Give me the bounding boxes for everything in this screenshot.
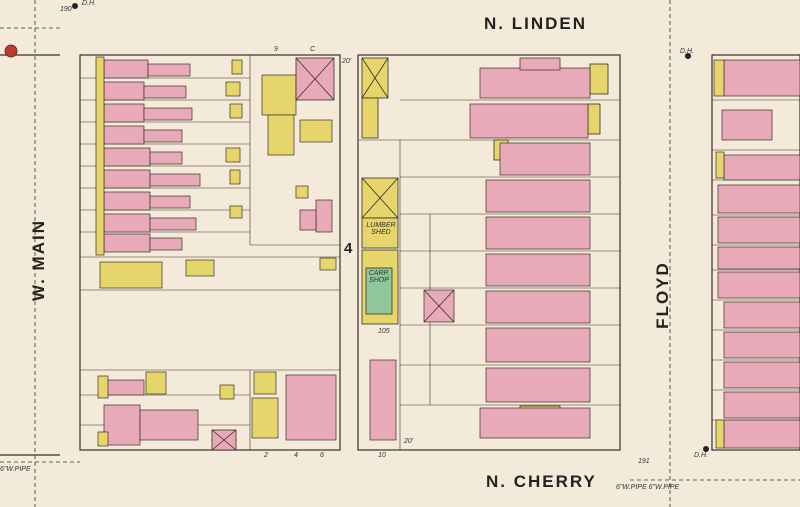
far-east-block-outline — [711, 54, 800, 451]
carpenter-shop-label: CARP. SHOP — [368, 270, 390, 284]
hydrant-icon — [4, 44, 18, 58]
pipe-west-label: 6"W.PIPE — [0, 466, 31, 473]
dh-dot-icon — [703, 446, 709, 452]
west-frame-buildings — [95, 56, 337, 447]
lumber-shed-label: LUMBER SHED — [366, 222, 396, 236]
dh-east-label: D.H. — [680, 48, 694, 55]
corner-number-label: 190 — [60, 6, 72, 13]
lot-number-label: 6 — [320, 452, 324, 459]
street-label-north: N. LINDEN — [484, 14, 587, 33]
block-number: 4 — [344, 240, 353, 257]
west-block-outline — [79, 54, 341, 451]
corner-number-label: 191 — [638, 458, 650, 465]
lot-number-label: 4 — [294, 452, 298, 459]
lot-number-label: 2 — [264, 452, 268, 459]
east-dwellings — [369, 57, 591, 441]
east-block-outline — [357, 54, 621, 451]
far-east-dwellings — [717, 59, 800, 449]
lot-number-label: 9 — [274, 46, 278, 53]
carpenter-shop — [365, 267, 393, 315]
dimension-label: 105 — [378, 328, 390, 335]
lot-letter-label: C — [310, 46, 316, 53]
dh-top-label: D.H. — [82, 0, 96, 7]
dh-dot-icon — [685, 53, 691, 59]
dimension-label: 20' — [404, 438, 414, 445]
dimension-label: 10 — [378, 452, 386, 459]
street-label-west: W. MAIN — [29, 219, 48, 301]
street-label-east: FLOYD — [653, 261, 672, 329]
west-dwellings — [103, 59, 337, 446]
street-label-south: N. CHERRY — [486, 472, 597, 491]
pipe-east-label: 6"W.PIPE 6"W.PIPE — [616, 484, 680, 491]
dh-dot-icon — [72, 3, 78, 9]
dimension-label: 20' — [342, 58, 352, 65]
dh-bottom-label: D.H. — [694, 452, 708, 459]
